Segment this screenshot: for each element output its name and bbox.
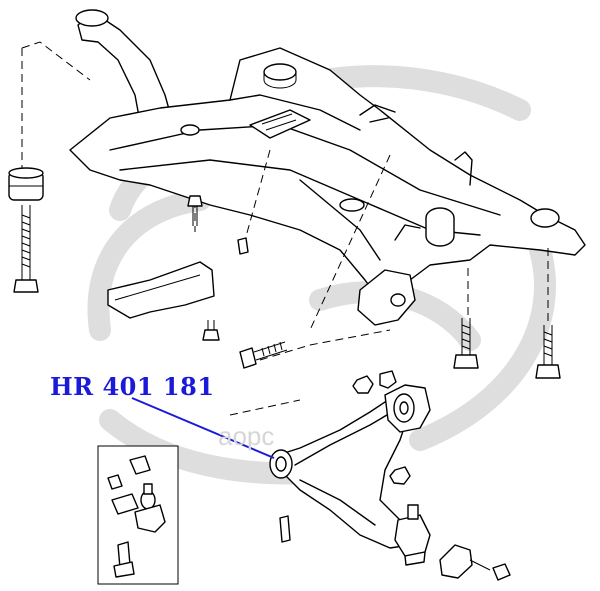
small-bolt-1 [187, 195, 203, 226]
subframe-mount-bolt-right [535, 325, 561, 379]
strut-bracket [75, 9, 173, 131]
lower-control-arm [269, 384, 431, 549]
ball-joint-kit-inset [97, 445, 179, 585]
part-leader-line [131, 397, 275, 459]
leader-dashed-1 [21, 41, 91, 170]
small-bolt-2 [202, 320, 220, 341]
mount-bracket [439, 544, 491, 579]
bracket-bolt [492, 563, 511, 581]
nut-2 [379, 370, 397, 389]
nut-1 [352, 375, 374, 394]
small-bolt-3 [279, 515, 291, 543]
ball-joint [394, 504, 431, 566]
part-number-label: HR 401 181 [50, 372, 215, 401]
front-subframe [69, 47, 586, 326]
leader-dashed-4 [229, 329, 391, 416]
nut-3 [389, 466, 411, 485]
subframe-mount-bolt-left [13, 205, 39, 293]
subframe-mount-bolt-center [453, 318, 479, 369]
small-clip-1 [237, 237, 249, 255]
arm-pivot-bolt [239, 341, 288, 369]
splash-shield [107, 261, 215, 319]
watermark-text: aopc [218, 421, 275, 451]
leader-dashed-3 [467, 248, 549, 325]
subframe-mount-bushing [8, 167, 44, 201]
